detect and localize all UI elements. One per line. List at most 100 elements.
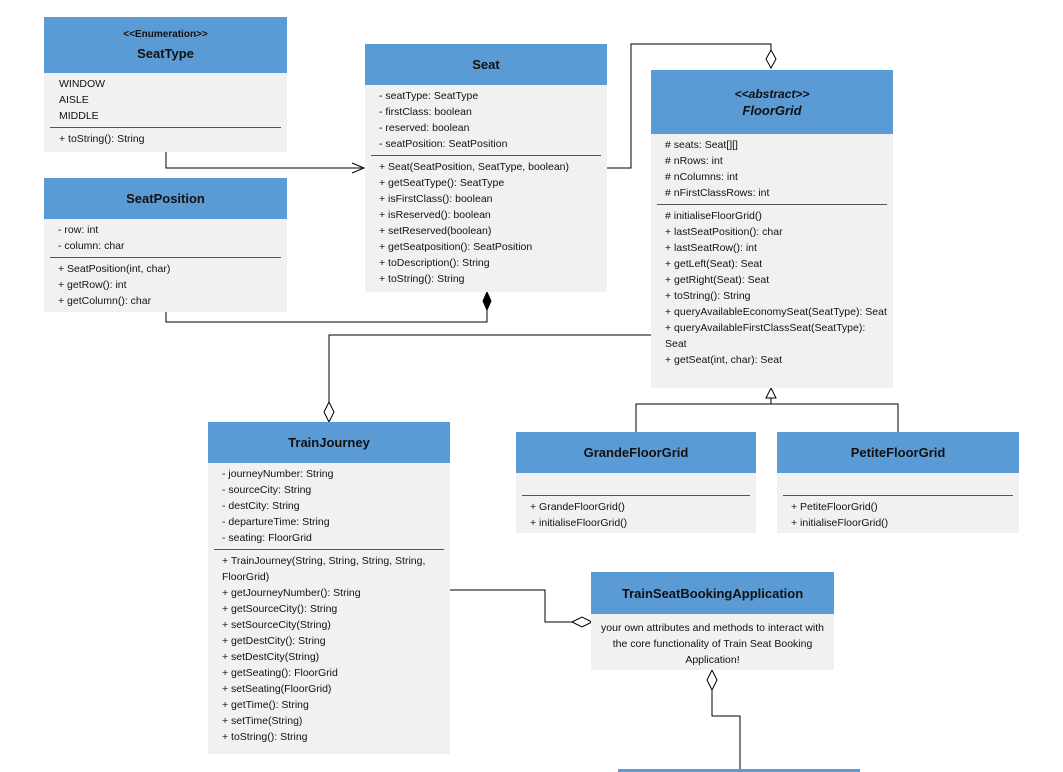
method: + isFirstClass(): boolean <box>379 193 493 205</box>
method: + queryAvailableFirstClassSeat(SeatType)… <box>665 322 866 350</box>
attribute: - journeyNumber: String <box>222 468 334 480</box>
seatposition-class: SeatPosition - row: int - column: char +… <box>44 178 287 312</box>
petitefloorgrid-name: PetiteFloorGrid <box>850 445 946 460</box>
petitefloorgrid-header: PetiteFloorGrid <box>777 432 1019 473</box>
seattype-to-seat-arrowhead <box>351 162 366 174</box>
grandefloorgrid-name: GrandeFloorGrid <box>583 445 689 460</box>
attribute: # nFirstClassRows: int <box>665 187 770 199</box>
method: + getRight(Seat): Seat <box>665 274 770 286</box>
trainjourney-to-app-connector <box>450 589 572 623</box>
seatposition-methods: + SeatPosition(int, char) + getRow(): in… <box>44 258 287 312</box>
method: + lastSeatPosition(): char <box>665 226 783 238</box>
enum-value: WINDOW <box>59 78 106 90</box>
attribute: - destCity: String <box>222 500 300 512</box>
seatposition-name: SeatPosition <box>126 191 205 206</box>
lower-aggregation-diamond <box>706 668 718 692</box>
trainseatbookingapplication-class: TrainSeatBookingApplication your own att… <box>591 572 834 670</box>
floorgrid-name: FloorGrid <box>742 102 802 118</box>
attribute: # nColumns: int <box>665 171 738 183</box>
app-aggregation-diamond <box>570 616 594 628</box>
seatposition-header: SeatPosition <box>44 178 287 219</box>
divider <box>783 495 1013 496</box>
enum-value: AISLE <box>59 94 89 106</box>
method: + SeatPosition(int, char) <box>58 263 171 275</box>
partial-class-header <box>618 769 860 772</box>
method: + getLeft(Seat): Seat <box>665 258 763 270</box>
seattype-to-seat-connector <box>165 152 362 169</box>
attribute: - firstClass: boolean <box>379 106 472 118</box>
trainjourney-name: TrainJourney <box>288 435 370 450</box>
seat-methods: + Seat(SeatPosition, SeatType, boolean) … <box>365 156 607 290</box>
method: + initialiseFloorGrid() <box>791 517 889 529</box>
app-header: TrainSeatBookingApplication <box>591 572 834 614</box>
method: + lastSeatRow(): int <box>665 242 757 254</box>
grandefloorgrid-class: GrandeFloorGrid + GrandeFloorGrid() + in… <box>516 432 756 533</box>
method: + GrandeFloorGrid() <box>530 501 625 513</box>
attribute: # nRows: int <box>665 155 723 167</box>
divider <box>50 127 281 128</box>
method: + getColumn(): char <box>58 295 152 307</box>
grandefloorgrid-header: GrandeFloorGrid <box>516 432 756 473</box>
attribute: - seatPosition: SeatPosition <box>379 138 508 150</box>
seat-attributes: - seatType: SeatType - firstClass: boole… <box>365 85 607 155</box>
divider <box>657 204 887 205</box>
method: + toString(): String <box>665 290 751 302</box>
floorgrid-stereotype: <<abstract>> <box>734 86 810 101</box>
attribute: # seats: Seat[][] <box>665 139 738 151</box>
attribute: - seatType: SeatType <box>379 90 479 102</box>
method: + setDestCity(String) <box>222 651 320 663</box>
seattype-methods: + toString(): String <box>44 128 287 150</box>
method: # initialiseFloorGrid() <box>665 210 762 222</box>
trainjourney-attributes: - journeyNumber: String - sourceCity: St… <box>208 463 450 549</box>
floorgrid-methods: # initialiseFloorGrid() + lastSeatPositi… <box>651 205 893 371</box>
inheritance-tree-connector <box>635 403 899 432</box>
method: + Seat(SeatPosition, SeatType, boolean) <box>379 161 569 173</box>
app-name: TrainSeatBookingApplication <box>621 585 804 601</box>
floorgrid-aggregation-diamond <box>765 48 777 70</box>
method: + setSourceCity(String) <box>222 619 331 631</box>
method: + setTime(String) <box>222 715 303 727</box>
petitefloorgrid-class: PetiteFloorGrid + PetiteFloorGrid() + in… <box>777 432 1019 533</box>
seattype-values: WINDOW AISLE MIDDLE <box>44 73 287 127</box>
inheritance-triangle <box>765 386 777 399</box>
app-to-lower-class-connector <box>711 690 741 772</box>
enum-value: MIDDLE <box>59 110 99 122</box>
seatposition-to-seat-connector <box>165 310 488 323</box>
method: + TrainJourney(String, String, String, S… <box>222 555 426 583</box>
grandefloorgrid-methods: + GrandeFloorGrid() + initialiseFloorGri… <box>516 496 756 534</box>
attribute: - departureTime: String <box>222 516 330 528</box>
method: + getRow(): int <box>58 279 127 291</box>
seat-to-floorgrid-connector <box>607 43 772 169</box>
method: + toDescription(): String <box>379 257 490 269</box>
method: + toString(): String <box>59 133 145 145</box>
trainjourney-methods: + TrainJourney(String, String, String, S… <box>208 550 450 748</box>
method: + setReserved(boolean) <box>379 225 492 237</box>
method: + getSeat(int, char): Seat <box>665 354 783 366</box>
seat-composition-diamond <box>482 290 492 312</box>
method: + PetiteFloorGrid() <box>791 501 878 513</box>
seat-name: Seat <box>472 57 500 72</box>
floorgrid-class: <<abstract>> FloorGrid # seats: Seat[][]… <box>651 70 893 388</box>
method: + getDestCity(): String <box>222 635 326 647</box>
method: + toString(): String <box>222 731 308 743</box>
attribute: - reserved: boolean <box>379 122 470 134</box>
attribute: - seating: FloorGrid <box>222 532 312 544</box>
divider <box>522 495 750 496</box>
seat-header: Seat <box>365 44 607 85</box>
divider <box>371 155 601 156</box>
trainjourney-header: TrainJourney <box>208 422 450 463</box>
attribute: - sourceCity: String <box>222 484 312 496</box>
method: + queryAvailableEconomySeat(SeatType): S… <box>665 306 887 318</box>
trainjourney-class: TrainJourney - journeyNumber: String - s… <box>208 422 450 754</box>
seattype-header: <<Enumeration>> SeatType <box>44 17 287 73</box>
method: + getSeating(): FloorGrid <box>222 667 338 679</box>
attribute: - row: int <box>58 224 99 236</box>
method: + getTime(): String <box>222 699 309 711</box>
seattype-stereotype: <<Enumeration>> <box>123 29 208 40</box>
seat-class: Seat - seatType: SeatType - firstClass: … <box>365 44 607 292</box>
petitefloorgrid-methods: + PetiteFloorGrid() + initialiseFloorGri… <box>777 496 1019 534</box>
method: + getSeatType(): SeatType <box>379 177 505 189</box>
attribute: - column: char <box>58 240 125 252</box>
method: + toString(): String <box>379 273 465 285</box>
method: + getSourceCity(): String <box>222 603 338 615</box>
